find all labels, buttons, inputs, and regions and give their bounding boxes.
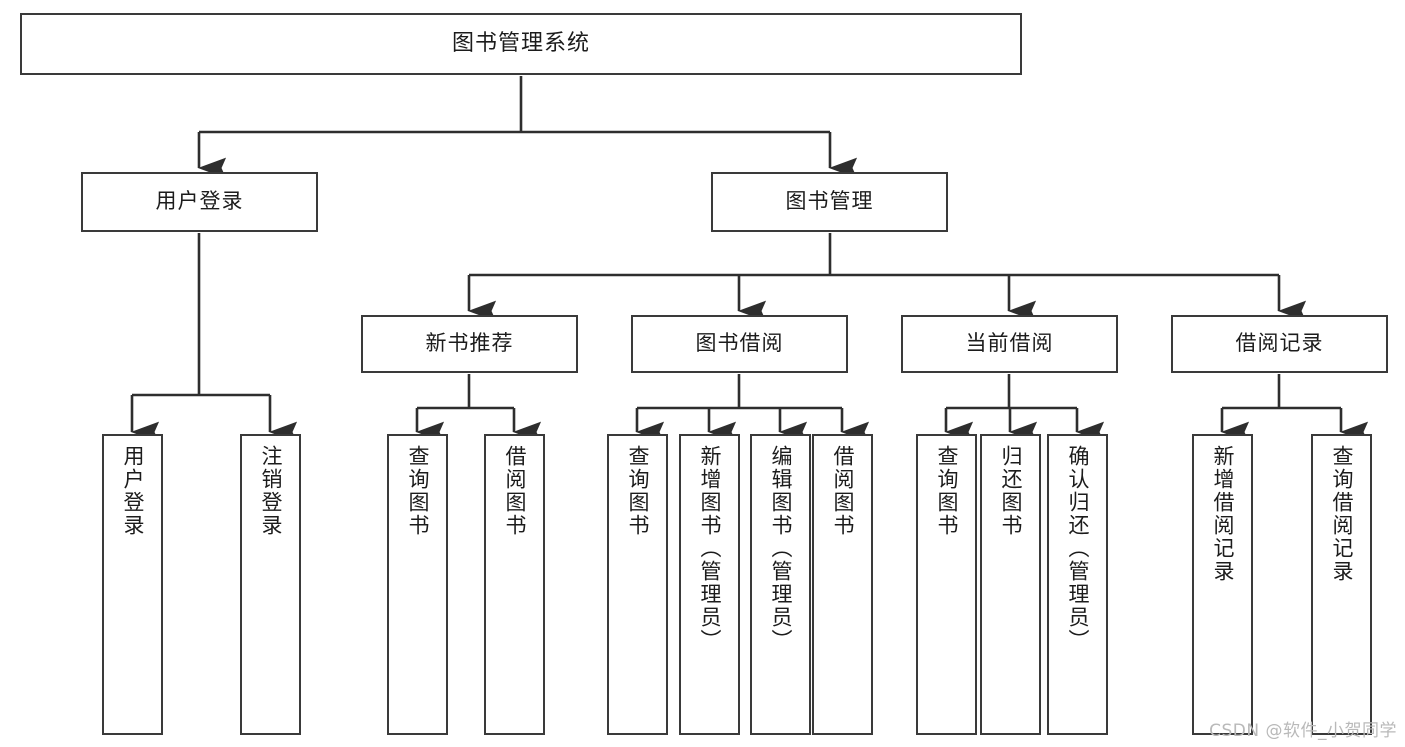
node-label: 新增借阅记录	[1210, 445, 1235, 583]
node-label: 查询图书	[405, 445, 430, 537]
node-user-login[interactable]: 用户登录	[81, 172, 318, 232]
node-book-management[interactable]: 图书管理	[711, 172, 948, 232]
node-label: 当前借阅	[965, 331, 1054, 356]
leaf-logout[interactable]: 注销登录	[240, 434, 301, 735]
node-label: 归还图书	[998, 445, 1023, 537]
leaf-borrow-book[interactable]: 借阅图书	[812, 434, 873, 735]
node-label: 编辑图书（管理员）	[768, 445, 793, 652]
node-label: 查询图书	[934, 445, 959, 537]
node-label: 查询图书	[625, 445, 650, 537]
leaf-query-book-recommend[interactable]: 查询图书	[387, 434, 448, 735]
leaf-add-book-admin[interactable]: 新增图书（管理员）	[679, 434, 740, 735]
node-root-system[interactable]: 图书管理系统	[20, 13, 1022, 75]
node-label: 借阅图书	[502, 445, 527, 537]
node-book-borrow[interactable]: 图书借阅	[631, 315, 848, 373]
node-label: 查询借阅记录	[1329, 445, 1354, 583]
node-label: 新增图书（管理员）	[697, 445, 722, 652]
node-new-book-recommend[interactable]: 新书推荐	[361, 315, 578, 373]
node-label: 用户登录	[120, 445, 145, 537]
node-current-borrow[interactable]: 当前借阅	[901, 315, 1118, 373]
leaf-add-borrow-record[interactable]: 新增借阅记录	[1192, 434, 1253, 735]
leaf-edit-book-admin[interactable]: 编辑图书（管理员）	[750, 434, 811, 735]
node-label: 新书推荐	[425, 331, 514, 356]
watermark-text: CSDN @软件_小贺同学	[1209, 721, 1397, 741]
node-label: 注销登录	[258, 445, 283, 537]
node-label: 图书管理系统	[451, 30, 590, 56]
node-label: 确认归还（管理员）	[1065, 445, 1090, 652]
node-label: 图书借阅	[695, 331, 784, 356]
leaf-query-borrow-record[interactable]: 查询借阅记录	[1311, 434, 1372, 735]
node-label: 图书管理	[785, 189, 874, 214]
leaf-user-login[interactable]: 用户登录	[102, 434, 163, 735]
leaf-confirm-return-admin[interactable]: 确认归还（管理员）	[1047, 434, 1108, 735]
node-label: 借阅图书	[830, 445, 855, 537]
node-borrow-record[interactable]: 借阅记录	[1171, 315, 1388, 373]
leaf-query-book-borrow[interactable]: 查询图书	[607, 434, 668, 735]
leaf-query-book-current[interactable]: 查询图书	[916, 434, 977, 735]
leaf-return-book[interactable]: 归还图书	[980, 434, 1041, 735]
node-label: 用户登录	[155, 189, 244, 214]
leaf-borrow-book-recommend[interactable]: 借阅图书	[484, 434, 545, 735]
node-label: 借阅记录	[1235, 331, 1324, 356]
